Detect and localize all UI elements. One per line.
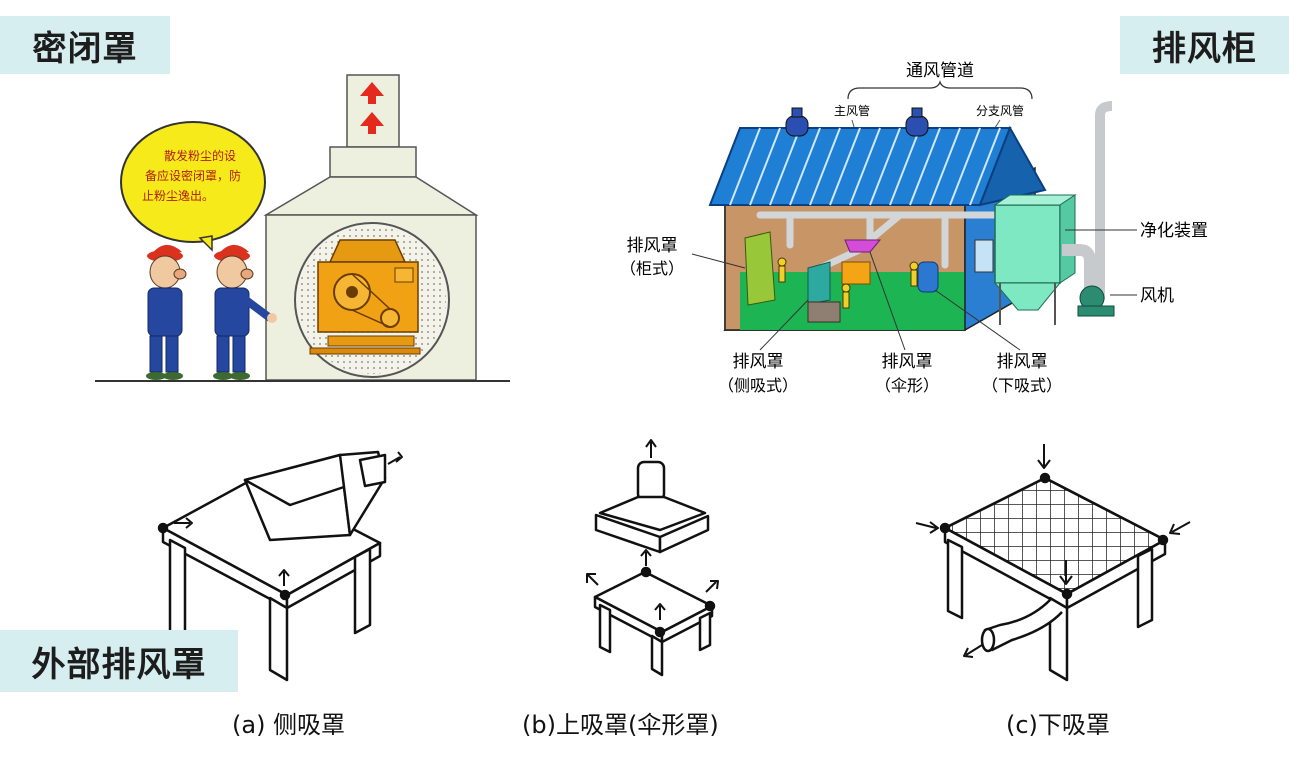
hood-cabinet-label: 排风罩 <box>627 236 678 256</box>
arrow-icon <box>645 439 657 458</box>
hood-umbrella-sublabel: （伞形） <box>875 376 939 395</box>
speech-bubble: 散发粉尘的设 备应设密闭罩，防 止粉尘逸出。 <box>120 121 266 252</box>
section-tag-exhaust-cabinet: 排风柜 <box>1120 16 1289 74</box>
crusher-machine-icon <box>309 239 421 355</box>
purifier-unit <box>994 204 1061 284</box>
arrow-icon <box>640 549 652 566</box>
arrow-icon <box>387 451 403 465</box>
hood-types-illustration <box>157 439 1191 682</box>
caption-side-hood: (a) 侧吸罩 <box>232 711 346 739</box>
branch-duct-label: 分支风管 <box>976 103 1024 118</box>
hood-side-sublabel: （侧吸式） <box>718 376 798 395</box>
section-tag-closed-hood: 密闭罩 <box>0 16 170 74</box>
speech-line-2: 备应设密闭罩，防 <box>145 168 241 183</box>
roof-ventilator-icon <box>785 107 809 137</box>
arrow-icon <box>654 603 666 620</box>
fan-icon <box>1077 285 1115 317</box>
arrow-icon <box>1037 444 1051 469</box>
worker-figure <box>146 244 187 380</box>
speech-line-3: 止粉尘逸出。 <box>142 189 214 203</box>
hood-umbrella-label: 排风罩 <box>882 352 933 372</box>
caption-umbrella-hood: (b)上吸罩(伞形罩) <box>522 711 719 739</box>
arrow-icon <box>586 573 599 586</box>
worker-figure <box>213 244 277 380</box>
caption-downdraft-hood: (c)下吸罩 <box>1006 711 1110 739</box>
workshop-illustration: 通风管道 主风管 分支风管 <box>620 61 1208 395</box>
arrow-icon <box>705 580 719 593</box>
arrow-icon <box>963 644 983 658</box>
hood-bottom-label: 排风罩 <box>997 352 1048 372</box>
closed-hood-illustration: 散发粉尘的设 备应设密闭罩，防 止粉尘逸出。 <box>95 74 510 382</box>
fan-label: 风机 <box>1140 286 1174 306</box>
purifier-label: 净化装置 <box>1140 221 1208 241</box>
up-arrow-icon <box>360 82 384 104</box>
main-duct-label: 主风管 <box>834 103 870 118</box>
umbrella-hood-table <box>586 439 719 677</box>
up-arrow-icon <box>360 112 384 134</box>
duct-group-label: 通风管道 <box>906 61 974 81</box>
arrow-icon <box>1169 521 1191 535</box>
arrow-icon <box>915 521 939 534</box>
hood-cabinet-sublabel: （柜式） <box>620 259 684 278</box>
arrow-icon <box>278 569 290 586</box>
arrow-icon <box>174 517 193 529</box>
hood-bottom-sublabel: （下吸式） <box>982 376 1062 395</box>
roof-ventilator-icon <box>905 107 929 137</box>
hood-side-label: 排风罩 <box>733 352 784 372</box>
cabinet-hood <box>744 231 776 306</box>
section-tag-external-hood: 外部排风罩 <box>0 630 238 692</box>
arrow-icon <box>1059 560 1073 585</box>
speech-line-1: 散发粉尘的设 <box>164 148 236 163</box>
downdraft-table <box>915 444 1191 682</box>
